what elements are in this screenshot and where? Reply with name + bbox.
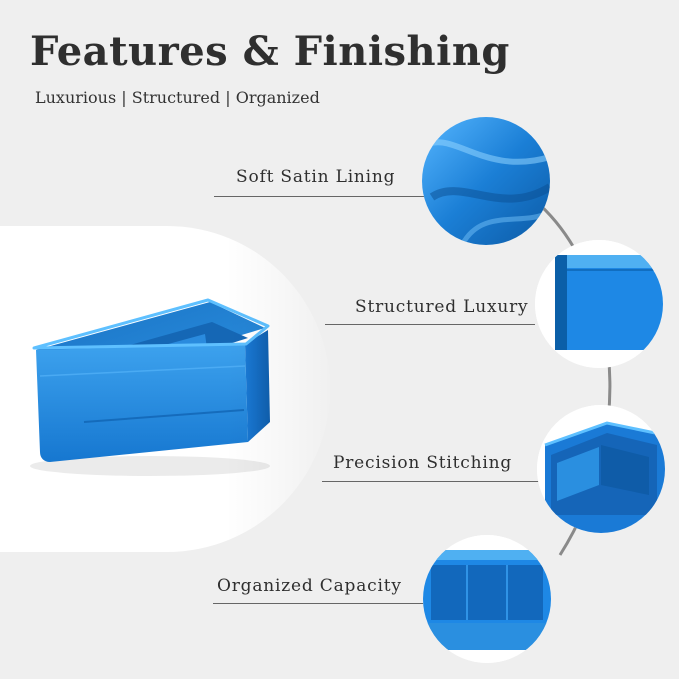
- organizer-corner-closeup-icon: [535, 240, 663, 368]
- feature-label-satin-lining: Soft Satin Lining: [236, 167, 396, 187]
- interior-pockets-closeup-icon: [423, 535, 551, 663]
- satin-fabric-closeup-icon: [422, 117, 550, 245]
- feature-rule-4: [213, 603, 426, 604]
- feature-rule-1: [214, 196, 430, 197]
- page-subtitle: Luxurious | Structured | Organized: [35, 88, 320, 107]
- feature-rule-3: [322, 481, 544, 482]
- organizer-product-image: [30, 298, 270, 476]
- feature-label-organized-capacity: Organized Capacity: [217, 576, 402, 596]
- hero-product-panel: [0, 226, 330, 552]
- feature-label-structured-luxury: Structured Luxury: [355, 297, 529, 317]
- page-title: Features & Finishing: [30, 28, 510, 75]
- feature-label-precision-stitching: Precision Stitching: [333, 453, 513, 473]
- stitching-pocket-closeup-icon: [537, 405, 665, 533]
- feature-rule-2: [325, 324, 535, 325]
